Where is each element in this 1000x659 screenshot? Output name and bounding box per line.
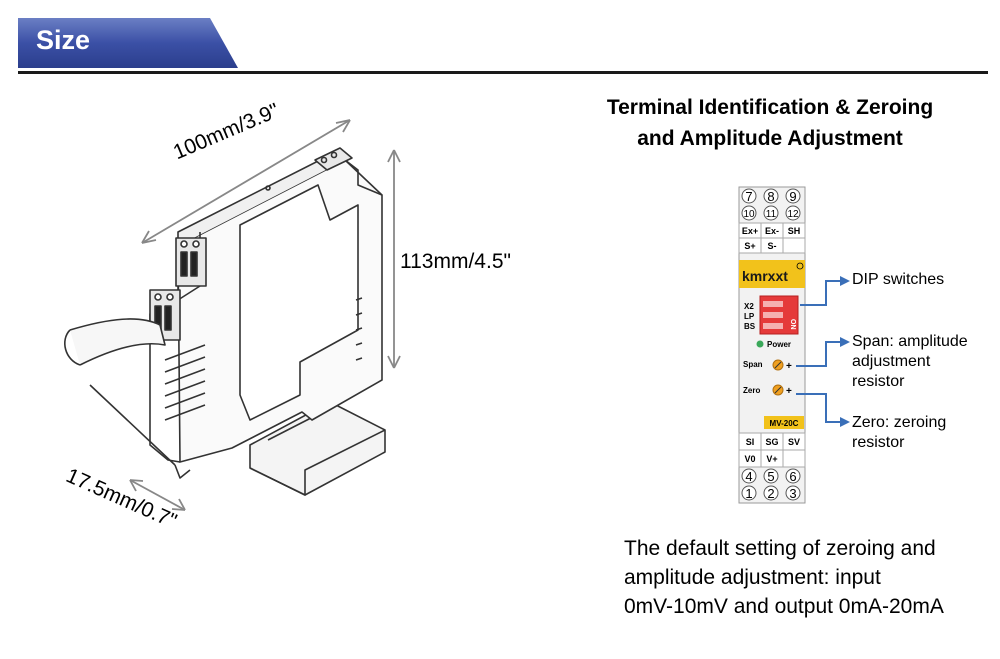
top-number: 12 — [787, 209, 799, 220]
terminal-label: Ex- — [765, 226, 779, 236]
span-callout-line1: Span: amplitude — [852, 333, 968, 350]
model-label: MV-20C — [770, 419, 799, 428]
zero-callout-line1: Zero: zeroing — [852, 414, 947, 431]
terminal-section-title: Terminal Identification & Zeroing and Am… — [560, 92, 980, 154]
header-divider — [18, 71, 988, 74]
dip-label: LP — [744, 312, 755, 321]
terminal-title-line1: Terminal Identification & Zeroing — [606, 96, 934, 119]
dip-switches-callout: DIP switches — [852, 271, 945, 288]
dip-label: X2 — [744, 302, 754, 311]
terminal-label: S+ — [744, 241, 755, 251]
note-line3: 0mV-10mV and output 0mA-20mA — [624, 595, 944, 618]
default-setting-note: The default setting of zeroing and ampli… — [624, 534, 994, 621]
note-line2: amplitude adjustment: input — [624, 566, 881, 589]
zero-callout-line2: resistor — [852, 434, 905, 451]
terminal-label: V0 — [744, 454, 755, 464]
device-drawing — [64, 119, 401, 511]
terminal-label: SG — [765, 437, 778, 447]
note-line1: The default setting of zeroing and — [624, 537, 936, 560]
terminal-label: SH — [788, 226, 801, 236]
span-callout-line2: adjustment — [852, 353, 931, 370]
bottom-number: 1 — [745, 486, 752, 501]
terminal-title-line2: and Amplitude Adjustment — [637, 127, 903, 150]
bottom-number: 6 — [789, 469, 796, 484]
top-number: 9 — [789, 189, 796, 204]
span-callout-line3: resistor — [852, 373, 905, 390]
terminal-label: Ex+ — [742, 226, 758, 236]
terminal-label: S- — [768, 241, 777, 251]
span-callout: Span: amplitude adjustment resistor — [852, 332, 968, 392]
bottom-number: 3 — [789, 486, 796, 501]
bottom-number: 4 — [745, 469, 752, 484]
zero-callout: Zero: zeroing resistor — [852, 413, 946, 453]
terminal-label: SI — [746, 437, 755, 447]
header-banner — [18, 18, 238, 68]
dip-label: BS — [744, 322, 756, 331]
top-number: 8 — [767, 189, 774, 204]
power-label: Power — [767, 340, 791, 349]
dip-on-label: ON — [789, 319, 796, 330]
top-number: 10 — [743, 209, 755, 220]
svg-text:+: + — [786, 386, 792, 397]
bottom-number: 2 — [767, 486, 774, 501]
brand-logo: kmrxxt — [742, 268, 788, 284]
height-dimension-label: 113mm/4.5" — [400, 250, 511, 273]
terminal-label: V+ — [766, 454, 777, 464]
top-number: 11 — [766, 209, 777, 220]
span-label: Span — [743, 360, 763, 369]
zero-label: Zero — [743, 386, 760, 395]
top-number: 7 — [745, 189, 752, 204]
module-front-panel: 7 8 9 10 11 12 Ex+ Ex- SH S+ S- kmrxxt X… — [738, 186, 806, 504]
section-title: Size — [36, 25, 91, 55]
svg-text:+: + — [786, 361, 792, 372]
bottom-number: 5 — [767, 469, 774, 484]
terminal-label: SV — [788, 437, 800, 447]
